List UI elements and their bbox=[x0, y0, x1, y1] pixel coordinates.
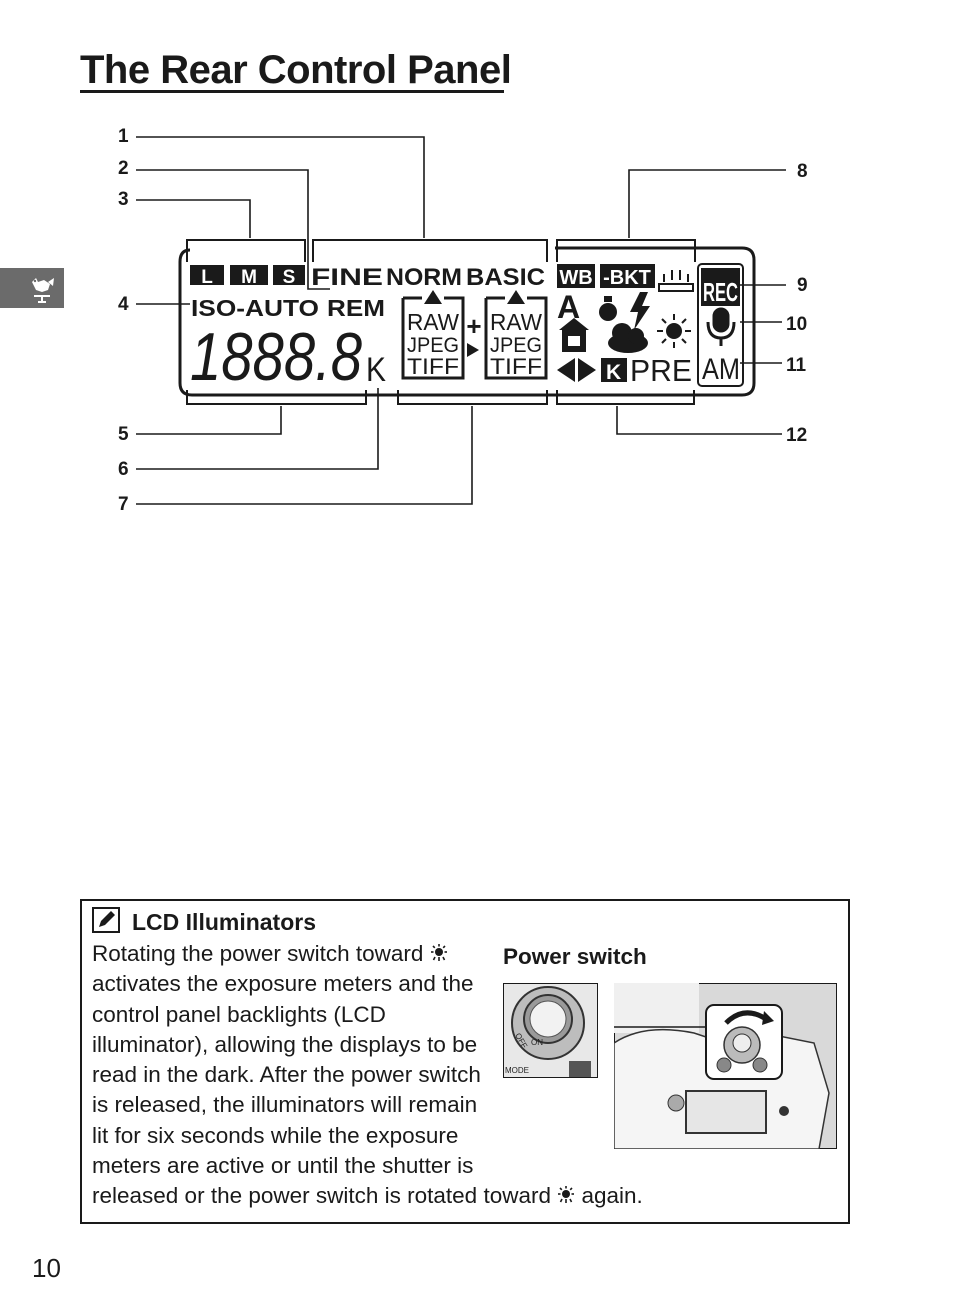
rem-indicator: REM bbox=[327, 295, 385, 321]
rec-indicator: REC bbox=[703, 277, 738, 307]
note-text-part-2: activates the exposure meters and the co… bbox=[92, 971, 558, 1209]
callout-11: 11 bbox=[786, 355, 807, 376]
callout-10: 10 bbox=[786, 314, 807, 335]
direct-sunlight-icon bbox=[657, 314, 691, 348]
power-switch-label: Power switch bbox=[503, 944, 647, 969]
digit-display: 1888.8 bbox=[190, 319, 362, 395]
size-s-label: S bbox=[283, 267, 296, 288]
photo-on-label: ON bbox=[531, 1038, 543, 1047]
format-plus: + bbox=[466, 311, 481, 341]
format-right-tiff: TIFF bbox=[490, 354, 542, 379]
wb-indicator: WB bbox=[559, 267, 592, 289]
color-temp-k-label: K bbox=[606, 361, 621, 384]
callout-1: 1 bbox=[118, 126, 129, 147]
power-switch-closeup-photo: OFF ON MODE bbox=[503, 983, 598, 1078]
pencil-note-icon bbox=[92, 907, 120, 933]
callout-4: 4 bbox=[118, 294, 129, 315]
format-right-jpeg: JPEG bbox=[490, 334, 542, 357]
note-title: LCD Illuminators bbox=[132, 909, 317, 935]
microphone-icon bbox=[706, 307, 736, 346]
format-arrow-icon bbox=[467, 343, 479, 357]
photo-mode-label: MODE bbox=[505, 1066, 529, 1075]
title-underline bbox=[80, 90, 504, 93]
incandescent-icon bbox=[599, 303, 617, 321]
flash-icon bbox=[630, 292, 650, 330]
rear-control-panel-diagram: 1 2 3 4 5 6 7 8 9 10 11 12 bbox=[118, 126, 808, 515]
quality-basic: BASIC bbox=[466, 264, 545, 291]
bkt-indicator: -BKT bbox=[603, 267, 651, 289]
wb-auto-label: A bbox=[557, 289, 580, 325]
image-size-indicators: L M S bbox=[190, 265, 305, 288]
lcd-outline bbox=[178, 246, 756, 397]
callout-7: 7 bbox=[118, 494, 129, 515]
iso-auto-indicator: ISO-AUTO bbox=[191, 295, 319, 321]
cloudy-icon bbox=[608, 323, 648, 353]
quality-norm: NORM bbox=[386, 264, 462, 291]
size-m-label: M bbox=[241, 267, 257, 288]
lcd-illuminators-note: LCD Illuminators Rotating the power swit… bbox=[80, 899, 850, 1224]
quality-fine: FINE bbox=[311, 264, 383, 291]
format-left-tiff: TIFF bbox=[407, 354, 459, 379]
preset-indicator: PRE bbox=[630, 353, 692, 388]
callout-8: 8 bbox=[797, 161, 808, 182]
callout-6: 6 bbox=[118, 459, 129, 480]
camera-setup-rooster-icon bbox=[32, 278, 54, 303]
note-text-part-1: Rotating the power switch toward bbox=[92, 941, 430, 966]
note-text-part-3: again. bbox=[575, 1183, 643, 1209]
format-left-raw: RAW bbox=[407, 309, 459, 335]
shade-icon bbox=[559, 318, 589, 352]
file-format-left bbox=[401, 296, 465, 380]
fluorescent-icon bbox=[658, 270, 694, 292]
size-l-label: L bbox=[201, 267, 213, 288]
format-left-jpeg: JPEG bbox=[407, 334, 459, 357]
chapter-tab bbox=[0, 268, 64, 308]
file-format-right bbox=[484, 296, 548, 380]
callout-9: 9 bbox=[797, 275, 808, 296]
camera-back-photo bbox=[614, 983, 837, 1149]
white-balance-icons: A K bbox=[557, 270, 694, 388]
callout-5: 5 bbox=[118, 424, 129, 445]
callout-3: 3 bbox=[118, 189, 129, 210]
k-indicator: K bbox=[366, 351, 386, 389]
am-indicator: AM bbox=[702, 353, 740, 386]
illuminator-sun-icon bbox=[558, 1186, 575, 1204]
page-title: The Rear Control Panel bbox=[80, 48, 512, 92]
arrow-right-icon bbox=[578, 358, 596, 382]
callout-12: 12 bbox=[786, 425, 807, 446]
page-number: 10 bbox=[32, 1253, 61, 1283]
note-body: Rotating the power switch toward activat… bbox=[92, 939, 840, 1212]
format-right-raw: RAW bbox=[490, 309, 542, 335]
arrow-left-icon bbox=[557, 358, 575, 382]
illuminator-sun-icon bbox=[430, 944, 447, 961]
callout-2: 2 bbox=[118, 158, 129, 179]
